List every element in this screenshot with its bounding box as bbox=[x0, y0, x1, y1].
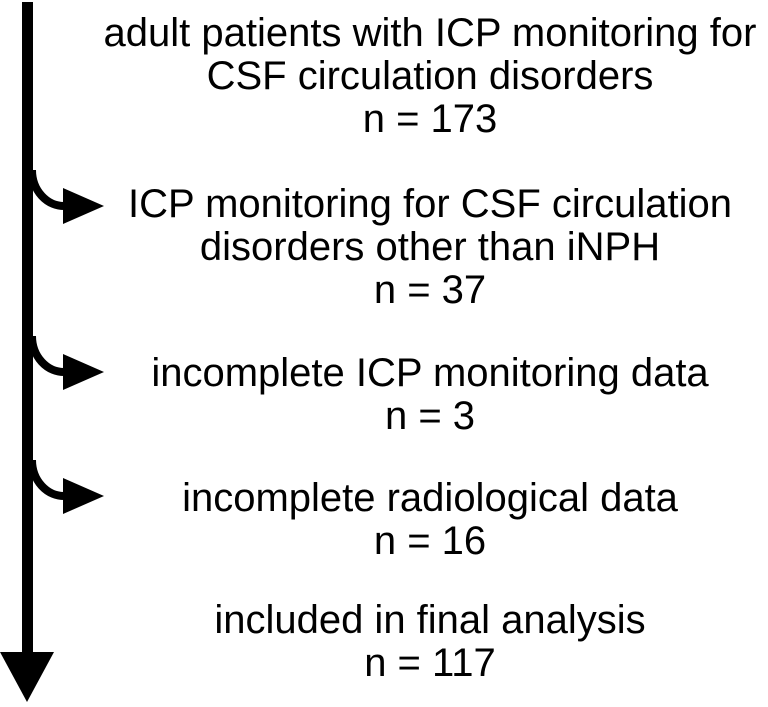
step-line: disorders other than iNPH bbox=[199, 225, 661, 269]
branch-arrow-icon bbox=[29, 335, 104, 390]
count-label: n = 117 bbox=[364, 641, 496, 685]
down-arrowhead-icon bbox=[0, 652, 54, 702]
branch-arrow-icon bbox=[29, 169, 104, 224]
branch-arrow-icon bbox=[29, 459, 104, 514]
step-excluded-icp-data: incomplete ICP monitoring data n = 3 bbox=[95, 352, 765, 438]
step-excluded-radiological-data: incomplete radiological data n = 16 bbox=[95, 477, 765, 563]
step-line: adult patients with ICP monitoring for bbox=[103, 11, 757, 55]
count-label: n = 3 bbox=[384, 394, 476, 438]
count-label: n = 37 bbox=[373, 268, 487, 312]
step-line: incomplete ICP monitoring data bbox=[151, 351, 709, 395]
flow-arrow-shaft bbox=[22, 2, 33, 652]
step-eligible-patients: adult patients with ICP monitoring for C… bbox=[95, 12, 765, 141]
step-final-analysis: included in final analysis n = 117 bbox=[95, 599, 765, 685]
count-label: n = 173 bbox=[362, 97, 498, 141]
step-line: ICP monitoring for CSF circulation bbox=[128, 182, 732, 226]
count-label: n = 16 bbox=[373, 519, 487, 563]
step-excluded-non-inph: ICP monitoring for CSF circulation disor… bbox=[95, 183, 765, 312]
step-line: CSF circulation disorders bbox=[206, 54, 654, 98]
step-line: included in final analysis bbox=[214, 598, 646, 642]
step-line: incomplete radiological data bbox=[182, 476, 678, 520]
